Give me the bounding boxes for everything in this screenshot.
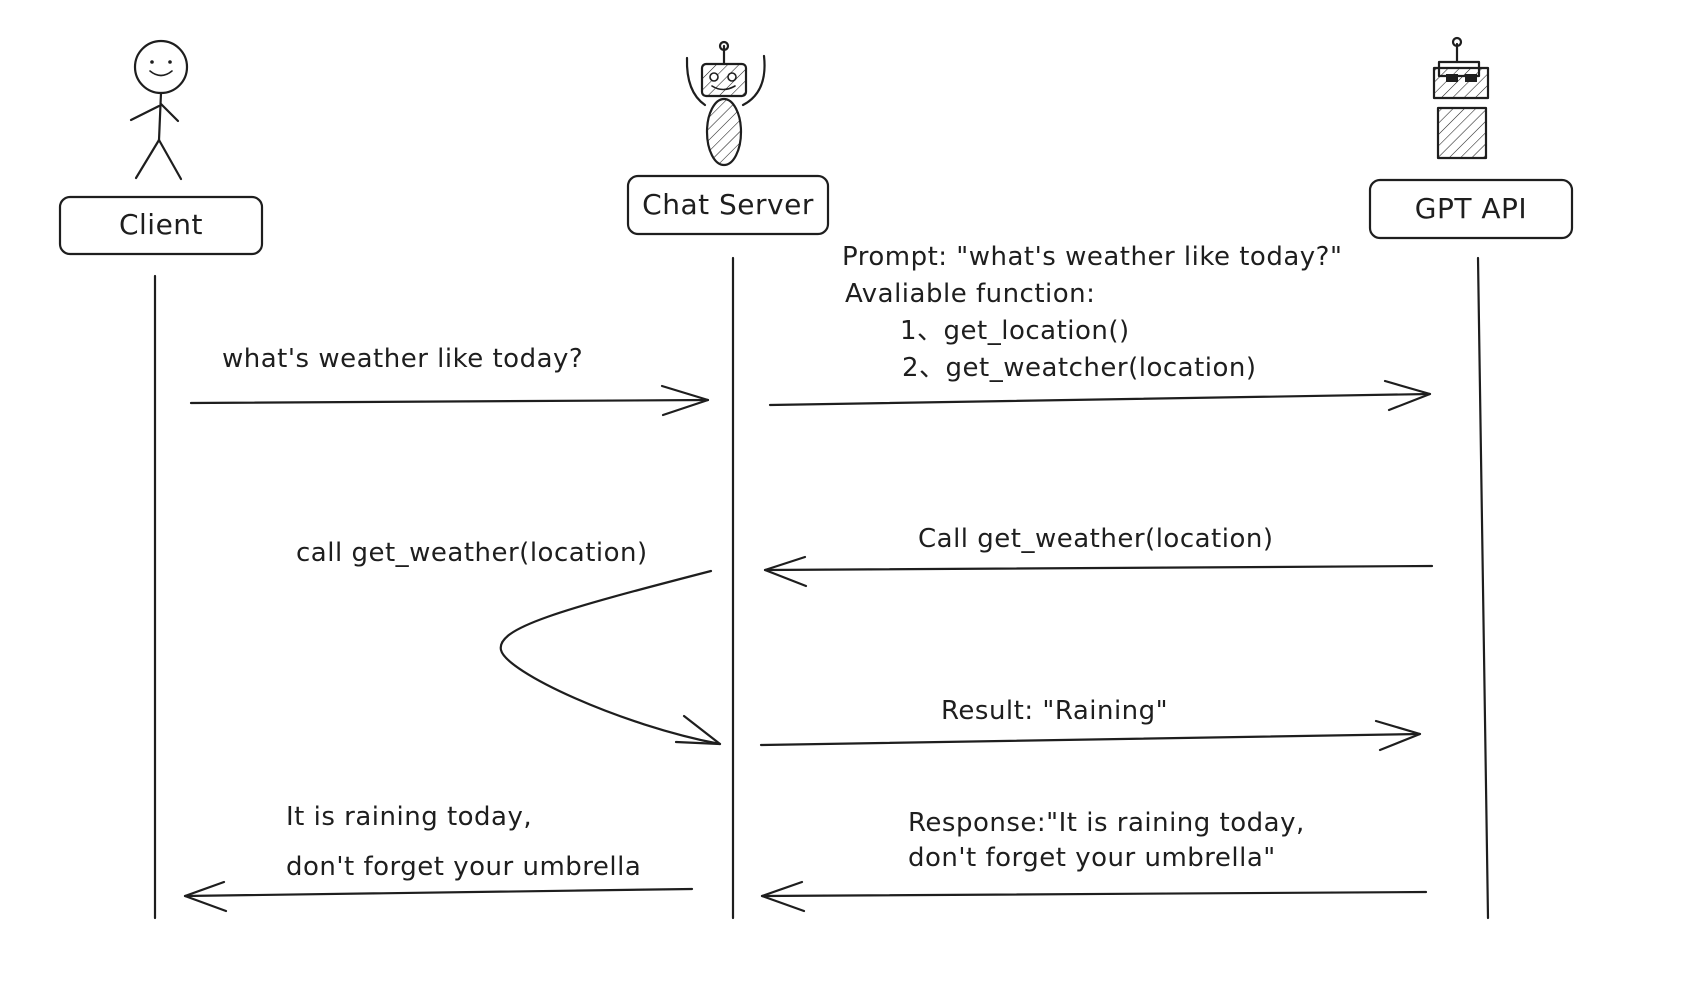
arrow-line: [183, 887, 694, 898]
message-label: what's weather like today?: [222, 344, 583, 374]
arrowhead: [183, 880, 228, 913]
message-2: Prompt: "what's weather like today?" Ava…: [768, 242, 1432, 412]
actor-client: Client: [58, 195, 264, 256]
actor-box: [626, 174, 830, 236]
robot-icon: [685, 40, 766, 167]
message-7: It is raining today, don't forget your u…: [183, 802, 694, 913]
actor-label: GPT API: [1415, 192, 1527, 225]
message-label: don't forget your umbrella: [286, 852, 641, 882]
actor-label: Chat Server: [642, 188, 814, 221]
arrowhead: [1374, 719, 1422, 752]
stick-figure-icon: [129, 39, 189, 181]
message-label: 1、get_location(): [900, 316, 1130, 346]
actor-box: [58, 195, 264, 256]
message-label: Prompt: "what's weather like today?": [842, 242, 1342, 272]
arrow-line: [760, 890, 1428, 898]
message-label: Call get_weather(location): [918, 524, 1274, 554]
message-label: Result: "Raining": [941, 696, 1168, 726]
message-label: 2、get_weatcher(location): [902, 353, 1257, 383]
message-label: don't forget your umbrella": [908, 843, 1276, 873]
arrowhead: [1383, 379, 1432, 412]
message-label: Response:"It is raining today,: [908, 808, 1305, 838]
actor-label: Client: [119, 208, 203, 241]
arrow-line: [763, 564, 1434, 572]
arrowhead: [760, 880, 806, 913]
lifeline-gpt-api: [1476, 256, 1490, 920]
arrow-line: [768, 392, 1432, 407]
actor-chat-server: Chat Server: [626, 174, 830, 236]
actor-box: [1368, 178, 1574, 240]
arrowhead: [660, 384, 710, 417]
arrowhead: [763, 555, 808, 588]
message-label: call get_weather(location): [296, 538, 648, 568]
message-label: It is raining today,: [286, 802, 532, 832]
message-4: call get_weather(location): [296, 538, 722, 746]
message-label: Avaliable function:: [845, 279, 1095, 309]
boxy-robot-icon: [1432, 36, 1490, 160]
message-1: what's weather like today?: [189, 344, 710, 417]
message-3: Call get_weather(location): [763, 524, 1434, 588]
message-6: Response:"It is raining today, don't for…: [760, 808, 1428, 913]
arrowhead: [674, 714, 722, 746]
self-call-curve: [499, 569, 722, 746]
actor-gpt-api: GPT API: [1368, 178, 1574, 240]
arrow-line: [189, 398, 710, 405]
message-5: Result: "Raining": [759, 696, 1422, 752]
arrow-line: [759, 732, 1422, 747]
